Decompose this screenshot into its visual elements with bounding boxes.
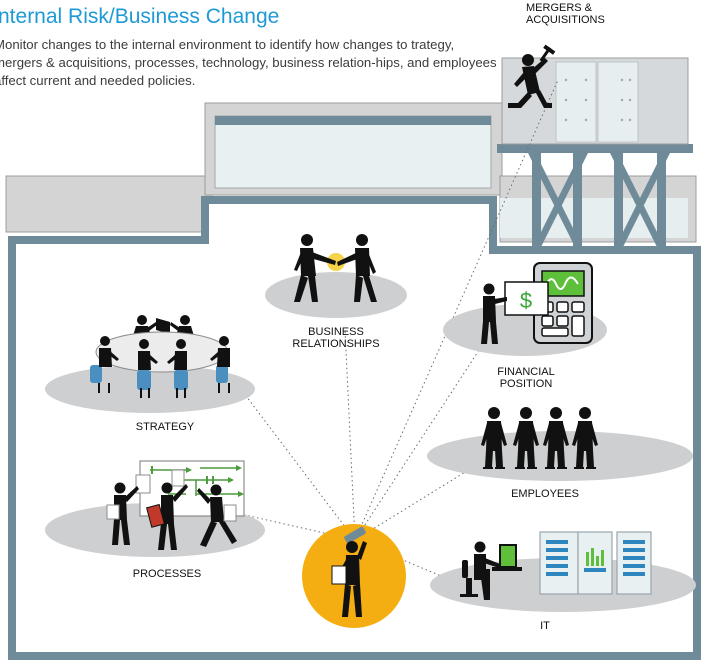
line-to-financial xyxy=(354,317,501,541)
strategy-meeting-icon xyxy=(90,315,230,398)
label-strategy: STRATEGY xyxy=(135,421,195,433)
label-financial-line1: FINANCIAL xyxy=(497,366,555,378)
label-it: IT xyxy=(540,620,550,632)
label-financial-position: FINANCIAL POSITION xyxy=(486,366,566,390)
line-to-mergers xyxy=(354,79,559,541)
line-to-strategy xyxy=(239,387,356,541)
central-observer-icon xyxy=(302,524,406,628)
mergers-worker-icon xyxy=(508,44,556,108)
label-mergers-acquisitions: MERGERS & ACQUISITIONS xyxy=(526,2,605,26)
handshake-icon xyxy=(294,234,377,302)
label-business-relationships: BUSINESS RELATIONSHIPS xyxy=(286,326,386,350)
page-title: nternal Risk/Business Change xyxy=(0,5,280,28)
platform-supports xyxy=(497,144,693,250)
label-financial-line2: POSITION xyxy=(499,378,553,390)
label-business-line1: BUSINESS xyxy=(308,326,364,338)
financial-icon: $ xyxy=(481,262,593,344)
dollar-icon: $ xyxy=(520,288,532,313)
label-business-line2: RELATIONSHIPS xyxy=(292,338,380,350)
label-mergers-line1: MERGERS & xyxy=(526,2,593,14)
label-employees: EMPLOYEES xyxy=(511,488,579,500)
processes-icon xyxy=(106,460,245,550)
page-description: Monitor changes to the internal environm… xyxy=(0,37,497,88)
label-processes: PROCESSES xyxy=(132,568,202,580)
it-icon xyxy=(460,531,652,600)
label-mergers-line2: ACQUISITIONS xyxy=(526,14,605,26)
